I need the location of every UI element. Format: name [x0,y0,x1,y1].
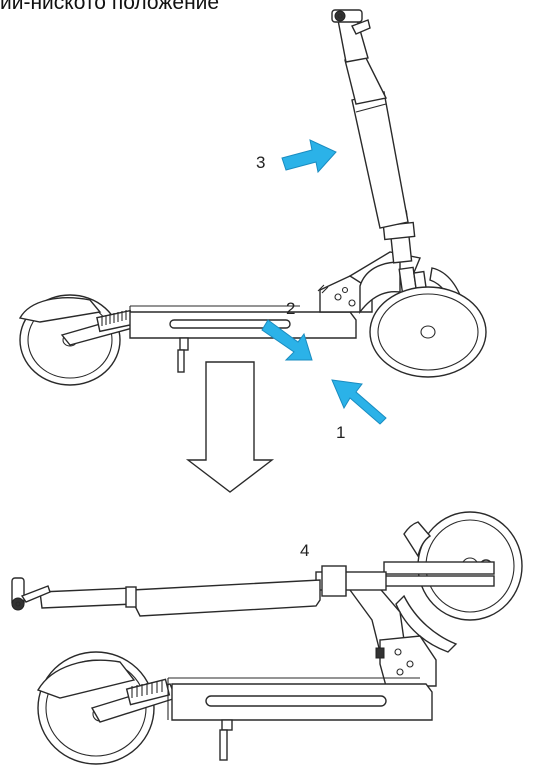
scooter-folded [11,511,523,765]
mudguard-folded [403,521,432,558]
handlebar-folded [11,577,51,611]
deck-folded [167,677,433,721]
front-fork-folded [383,561,495,587]
deck-top [129,305,357,339]
kickstand-folded [219,719,233,761]
step4-label: 4 [300,541,309,560]
steering-column-top [337,15,416,264]
front-wheel-top [369,286,487,378]
mudguard-lower-folded [395,594,458,653]
scooter-unfolded [18,9,487,386]
rear-suspension-folded [90,678,177,723]
handlebar-top [331,9,371,35]
down-arrow-icon [185,361,275,493]
step3-label: 3 [256,153,265,172]
step3-arrow [281,139,337,174]
folding-hinge-folded [348,583,437,687]
step1-arrow [331,379,387,425]
instruction-heading: ий-ниското положение [0,0,220,14]
step2-arrow [261,319,313,361]
step1-label: 1 [336,423,345,442]
step2-label: 2 [286,299,295,318]
kickstand-top [177,337,189,373]
steering-column-folded [39,565,387,617]
